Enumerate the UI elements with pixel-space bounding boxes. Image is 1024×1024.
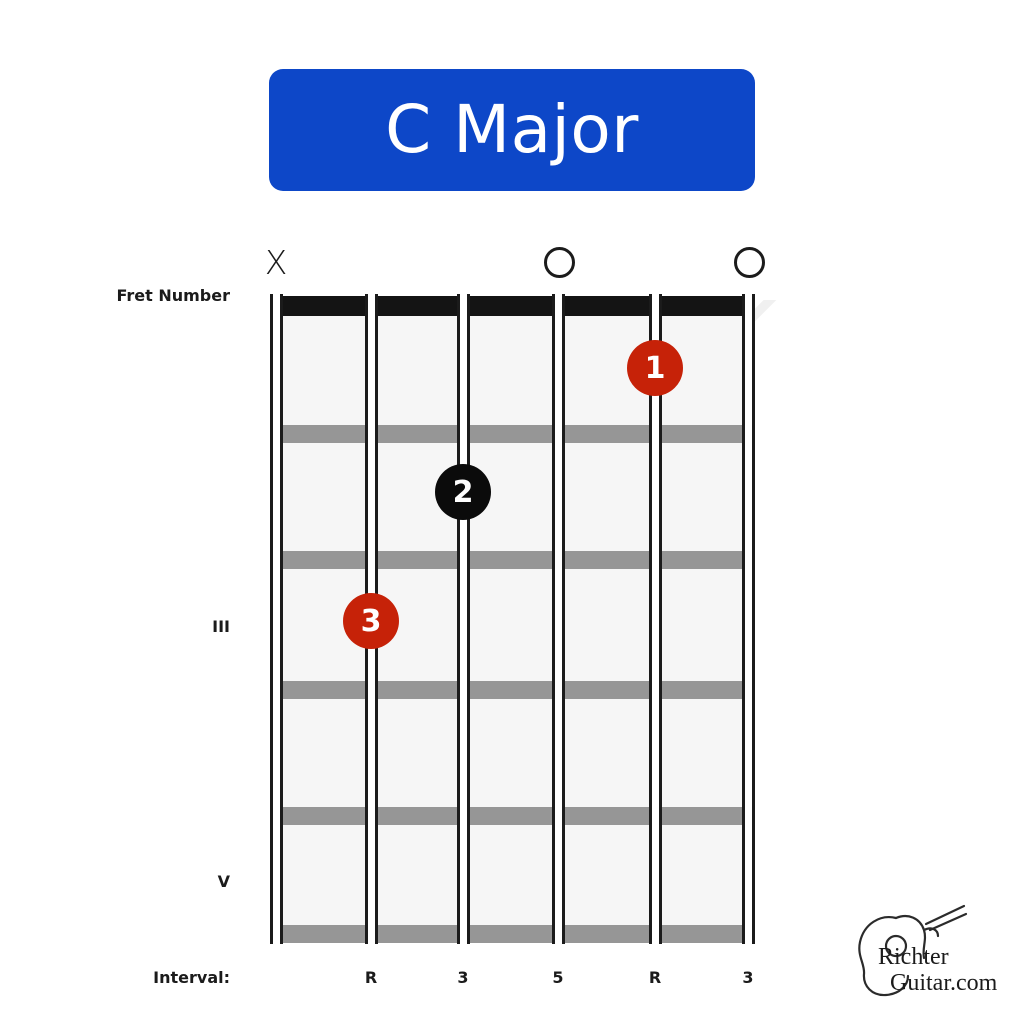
fret-line-4 bbox=[272, 807, 754, 825]
open-circle-icon bbox=[543, 246, 575, 278]
string-6 bbox=[742, 294, 755, 944]
logo-wordmark: Richter Guitar.com bbox=[878, 944, 997, 996]
logo-line-1: Richter bbox=[878, 944, 949, 970]
interval-string-6: 3 bbox=[742, 968, 754, 987]
string-6-open-marker bbox=[732, 245, 766, 279]
finger-number: 3 bbox=[360, 603, 382, 639]
string-1-mute-marker: X bbox=[259, 245, 293, 279]
string-1 bbox=[270, 294, 283, 944]
string-5 bbox=[649, 294, 662, 944]
fret-marker-iii: III bbox=[212, 617, 230, 636]
richterguitar-logo: Richter Guitar.com bbox=[838, 900, 1008, 1000]
fret-line-2 bbox=[272, 551, 754, 569]
interval-string-2: R bbox=[364, 968, 378, 987]
string-4-open-marker bbox=[542, 245, 576, 279]
finger-dot-1: 1 bbox=[627, 340, 683, 396]
fret-number-label: Fret Number bbox=[116, 286, 230, 305]
string-3 bbox=[457, 294, 470, 944]
finger-number: 2 bbox=[452, 474, 474, 510]
chord-name: C Major bbox=[385, 91, 639, 168]
guitar-logo-icon bbox=[858, 904, 968, 997]
fret-line-5 bbox=[272, 925, 754, 943]
open-circle-icon bbox=[733, 246, 765, 278]
finger-dot-2: 2 bbox=[435, 464, 491, 520]
mute-x-icon: X bbox=[264, 242, 288, 282]
logo-line-2: Guitar.com bbox=[890, 970, 998, 996]
interval-label: Interval: bbox=[153, 968, 230, 987]
finger-number: 1 bbox=[644, 350, 666, 386]
interval-string-3: 3 bbox=[457, 968, 469, 987]
finger-dot-3: 3 bbox=[343, 593, 399, 649]
fret-line-1 bbox=[272, 425, 754, 443]
interval-string-5: R bbox=[648, 968, 662, 987]
chord-title-banner: C Major bbox=[269, 69, 755, 191]
nut bbox=[272, 296, 754, 316]
string-4 bbox=[552, 294, 565, 944]
fret-line-3 bbox=[272, 681, 754, 699]
fret-marker-v: V bbox=[217, 872, 230, 891]
interval-string-4: 5 bbox=[552, 968, 564, 987]
